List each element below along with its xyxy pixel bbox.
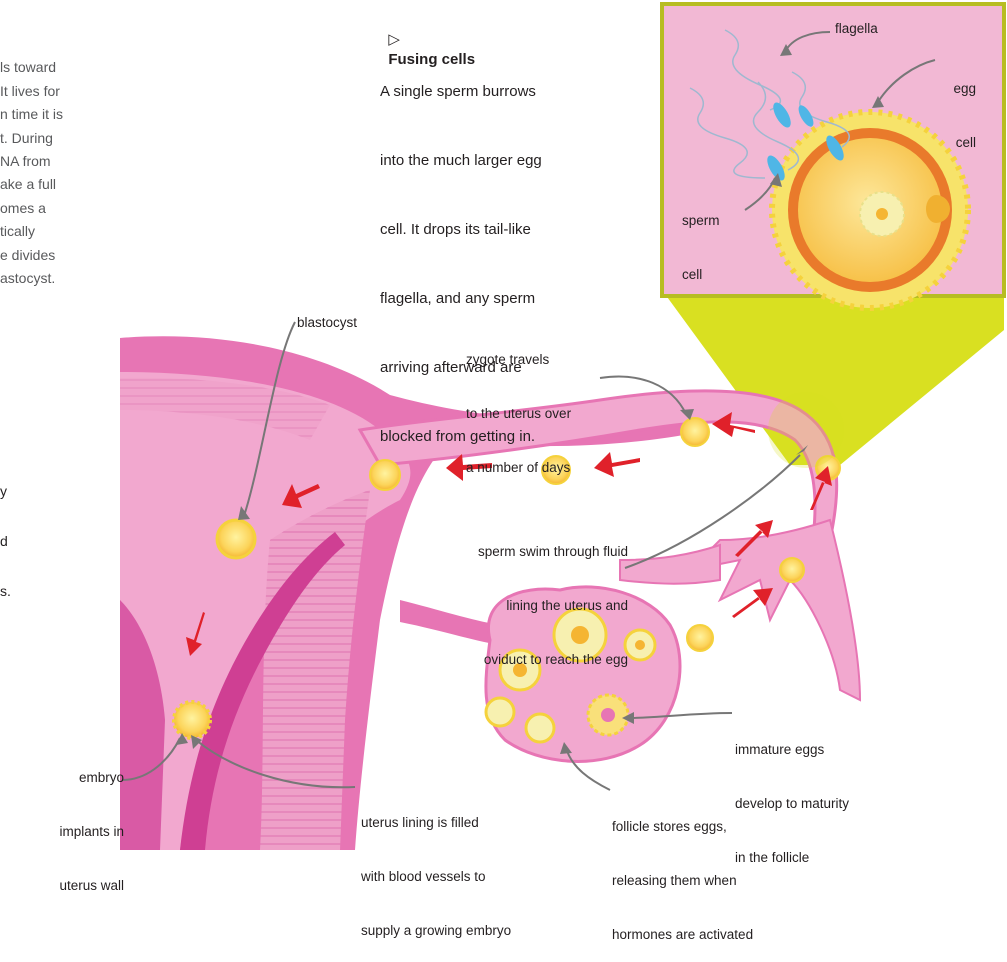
left-fragment-1: ls toward bbox=[0, 56, 56, 79]
label-follicle-line: follicle stores eggs, bbox=[612, 818, 753, 836]
label-embryo-line: uterus wall bbox=[18, 877, 124, 895]
label-egg-cell: egg cell bbox=[938, 44, 976, 170]
caption-line: into the much larger egg bbox=[380, 149, 542, 172]
label-zygote-line: a number of days bbox=[466, 459, 571, 477]
left-fragment-8: tically bbox=[0, 220, 35, 243]
label-follicle-line: releasing them when bbox=[612, 872, 753, 890]
label-sperm-swim-line: oviduct to reach the egg bbox=[390, 651, 628, 669]
label-follicle-line: hormones are activated bbox=[612, 926, 753, 944]
left-fragment-10: astocyst. bbox=[0, 267, 55, 290]
label-egg-cell-line: cell bbox=[938, 134, 976, 152]
left-fragment-7: omes a bbox=[0, 197, 46, 220]
label-embryo: embryo implants in uterus wall bbox=[18, 733, 124, 913]
caption-line: A single sperm burrows bbox=[380, 80, 542, 103]
left-fragment-2: It lives for bbox=[0, 80, 60, 103]
left-fragment-13: s. bbox=[0, 580, 11, 603]
left-fragment-12: d bbox=[0, 530, 8, 553]
left-fragment-9: e divides bbox=[0, 244, 55, 267]
egg-nucleolus bbox=[876, 208, 888, 220]
label-egg-cell-line: egg bbox=[938, 80, 976, 98]
fertilization-site bbox=[768, 392, 844, 468]
label-zygote: zygote travels to the uterus over a numb… bbox=[466, 315, 571, 495]
left-fragment-5: NA from bbox=[0, 150, 51, 173]
label-sperm-cell-line: sperm bbox=[682, 212, 720, 230]
label-sperm-swim: sperm swim through fluid lining the uter… bbox=[390, 507, 628, 687]
left-fragment-3: n time it is bbox=[0, 103, 63, 126]
left-fragment-6: ake a full bbox=[0, 173, 56, 196]
label-uterus-lining: uterus lining is filled with blood vesse… bbox=[361, 778, 511, 958]
label-sperm-swim-line: lining the uterus and bbox=[390, 597, 628, 615]
label-sperm-cell: sperm cell bbox=[682, 176, 720, 302]
label-uterus-lining-line: supply a growing embryo bbox=[361, 922, 511, 940]
label-embryo-line: embryo bbox=[18, 769, 124, 787]
label-zygote-line: zygote travels bbox=[466, 351, 571, 369]
label-uterus-lining-line: with blood vessels to bbox=[361, 868, 511, 886]
label-zygote-line: to the uterus over bbox=[466, 405, 571, 423]
label-follicle: follicle stores eggs, releasing them whe… bbox=[612, 782, 753, 962]
label-sperm-cell-line: cell bbox=[682, 266, 720, 284]
left-fragment-4: t. During bbox=[0, 127, 53, 150]
label-embryo-line: implants in bbox=[18, 823, 124, 841]
caption-line: flagella, and any sperm bbox=[380, 287, 542, 310]
label-immature-line: immature eggs bbox=[735, 741, 849, 759]
caption-line: cell. It drops its tail-like bbox=[380, 218, 542, 241]
label-flagella: flagella bbox=[835, 20, 878, 38]
label-sperm-swim-line: sperm swim through fluid bbox=[390, 543, 628, 561]
left-fragment-11: y bbox=[0, 480, 7, 503]
label-blastocyst: blastocyst bbox=[297, 314, 357, 332]
label-uterus-lining-line: uterus lining is filled bbox=[361, 814, 511, 832]
